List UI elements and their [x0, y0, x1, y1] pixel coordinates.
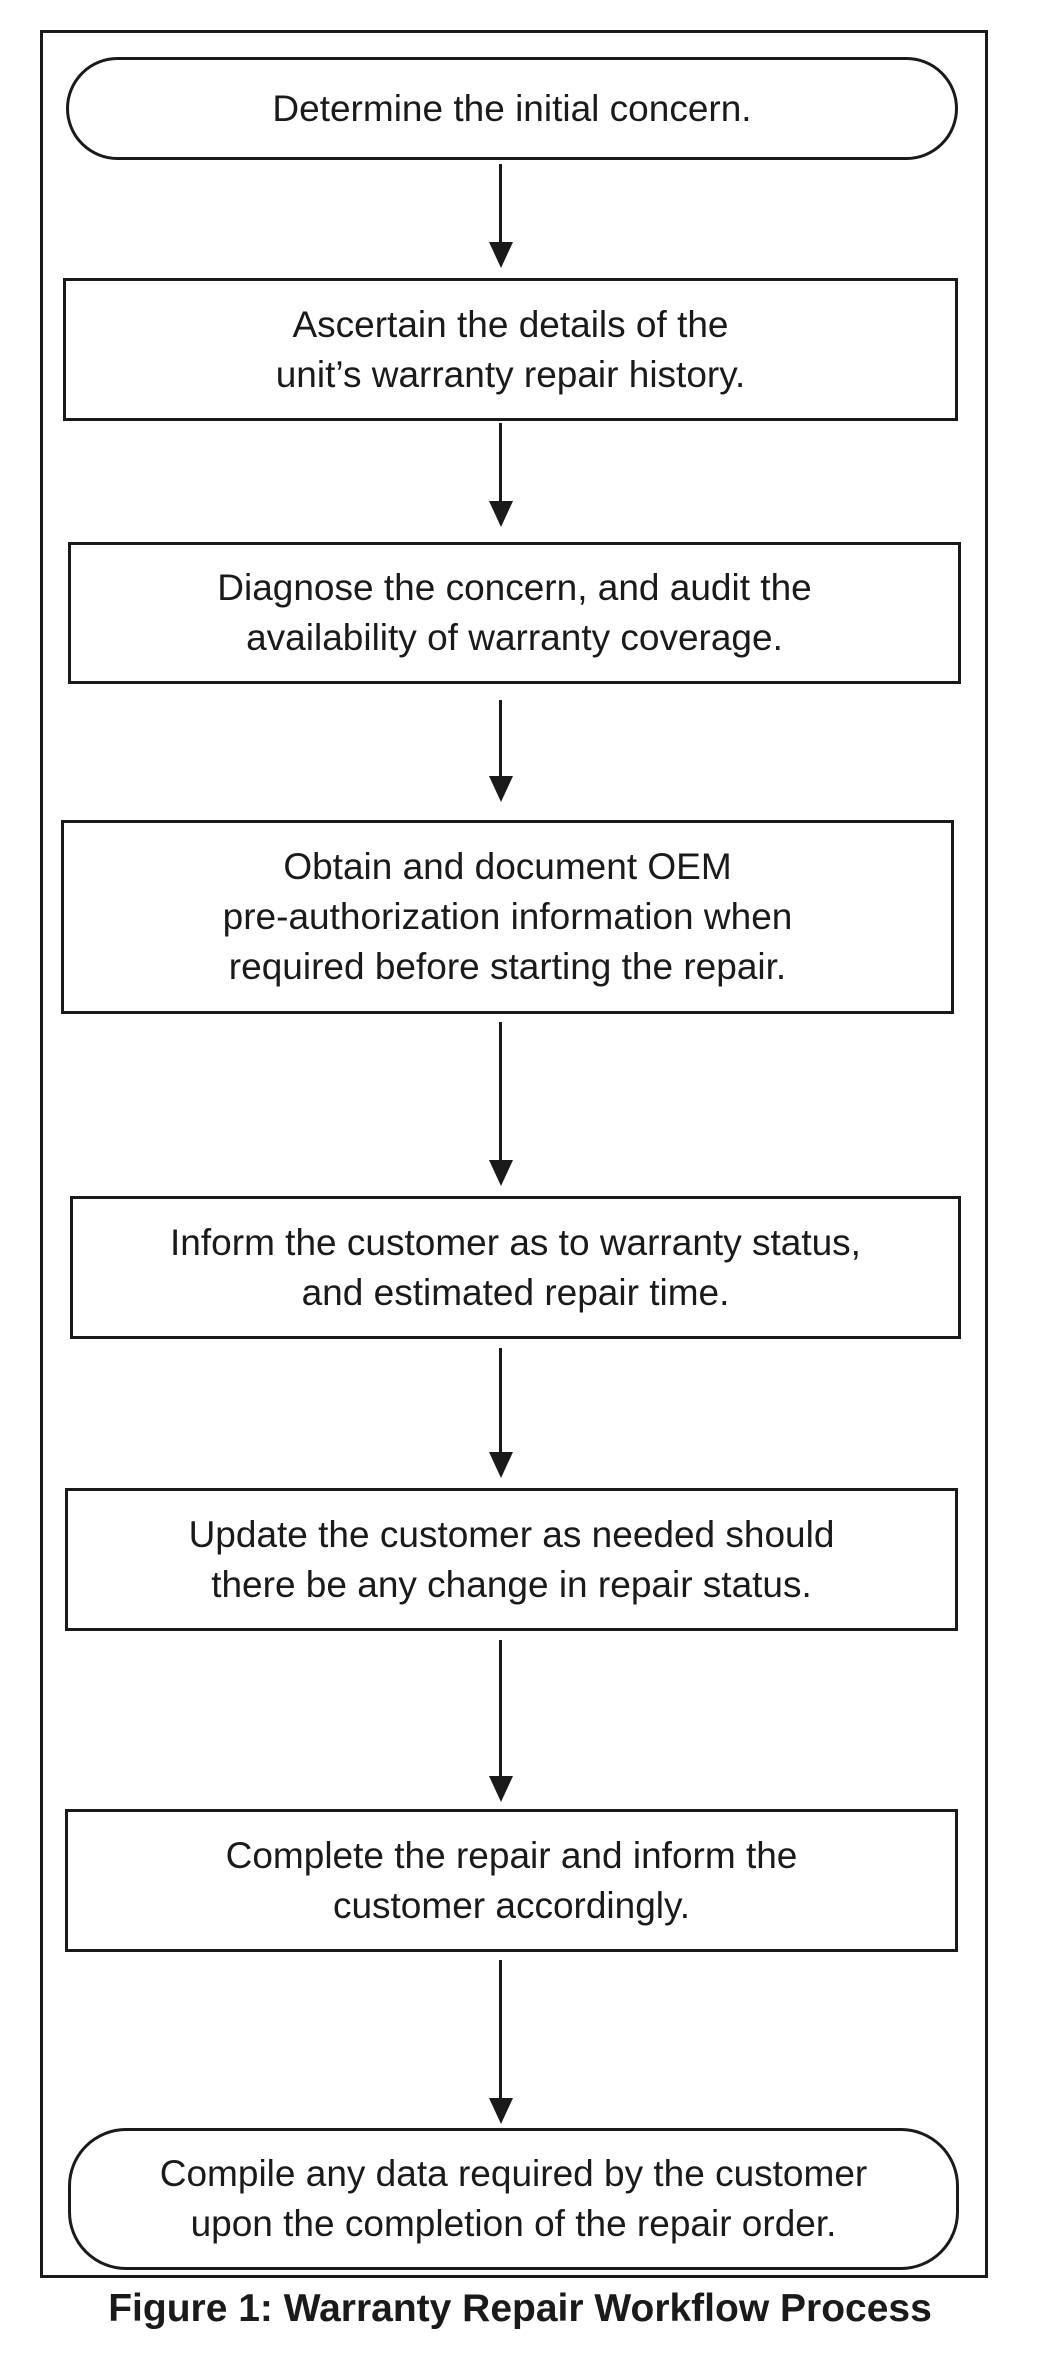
step-5-process: Inform the customer as to warranty statu…	[70, 1196, 961, 1339]
step-6-process: Update the customer as needed should the…	[65, 1488, 958, 1631]
figure-caption: Figure 1: Warranty Repair Workflow Proce…	[108, 2287, 932, 2330]
diagram-frame	[40, 30, 988, 2278]
arrow-2-3	[489, 423, 513, 527]
step-6-text: Update the customer as needed should the…	[188, 1513, 835, 1605]
arrow-6-7	[489, 1640, 513, 1802]
step-8-terminal: Compile any data required by the custome…	[68, 2128, 959, 2270]
arrow-1-2	[489, 164, 513, 268]
arrow-7-8	[489, 1960, 513, 2124]
step-7-process: Complete the repair and inform the custo…	[65, 1809, 958, 1952]
arrow-4-5	[489, 1022, 513, 1186]
step-2-text: Ascertain the details of the unit’s warr…	[275, 303, 746, 395]
step-1-terminal: Determine the initial concern.	[66, 57, 958, 160]
arrow-5-6	[489, 1348, 513, 1478]
step-3-process: Diagnose the concern, and audit the avai…	[68, 542, 961, 684]
arrow-3-4	[489, 700, 513, 802]
step-8-text: Compile any data required by the custome…	[159, 2153, 868, 2244]
step-4-text: Obtain and document OEM pre-authorizatio…	[222, 846, 793, 987]
step-2-process: Ascertain the details of the unit’s warr…	[63, 278, 958, 421]
step-5-text: Inform the customer as to warranty statu…	[170, 1221, 861, 1313]
step-3-text: Diagnose the concern, and audit the avai…	[217, 567, 812, 658]
step-1-text: Determine the initial concern.	[272, 87, 752, 129]
step-4-process: Obtain and document OEM pre-authorizatio…	[61, 820, 954, 1014]
step-7-text: Complete the repair and inform the custo…	[225, 1834, 798, 1926]
